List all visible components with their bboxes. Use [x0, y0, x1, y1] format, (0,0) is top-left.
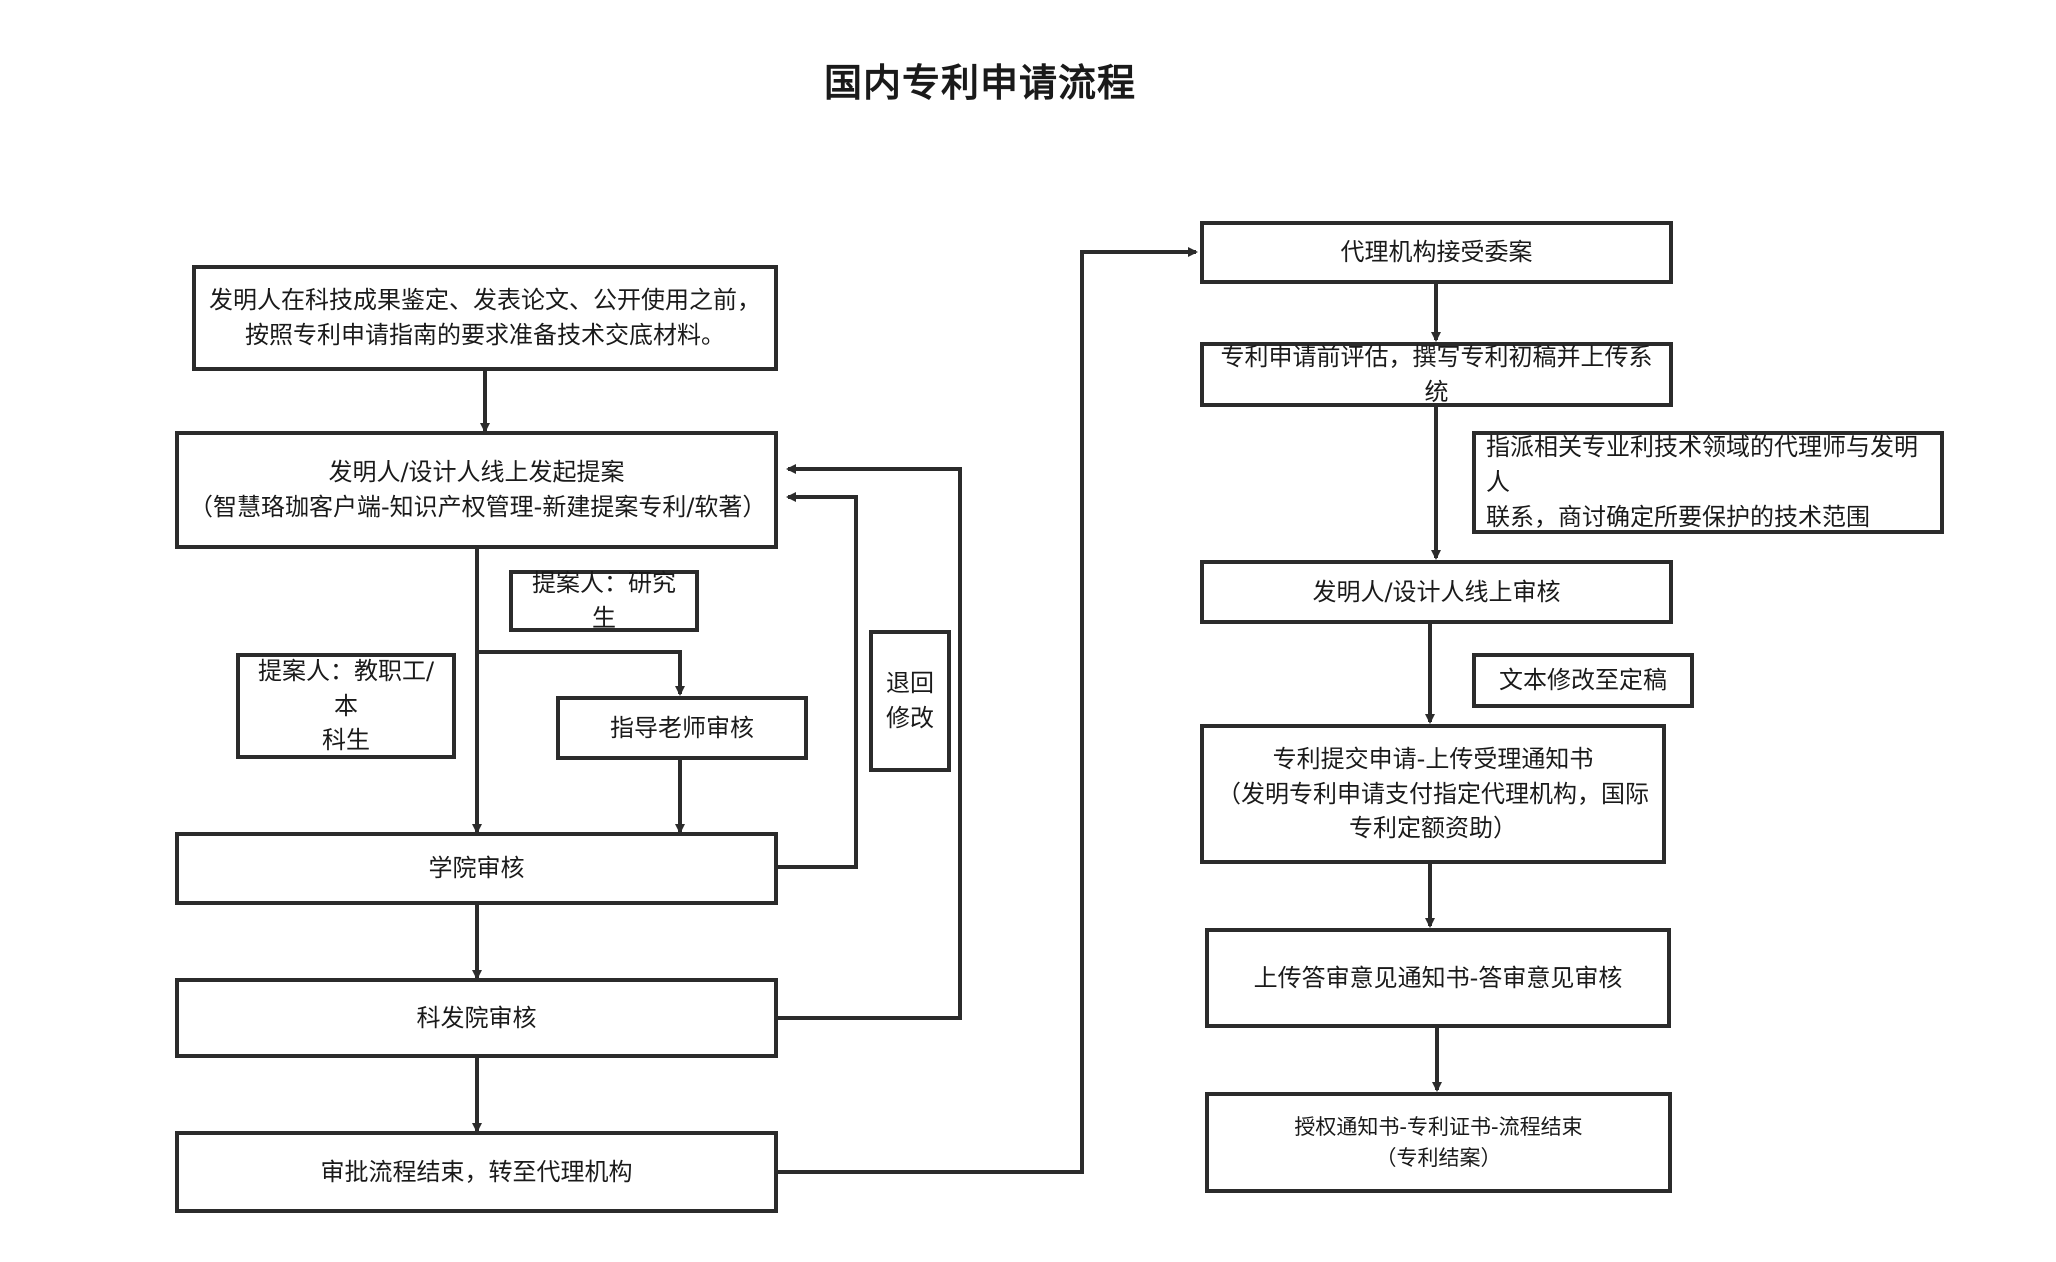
proposer-staff-label: 提案人：教职工/本 科生 [236, 653, 456, 759]
research-review-text: 科发院审核 [416, 1003, 537, 1032]
online-proposal-box: 发明人/设计人线上发起提案 （智慧珞珈客户端-知识产权管理-新建提案专利/软著） [175, 431, 778, 549]
approval-end-box: 审批流程结束，转至代理机构 [175, 1131, 778, 1213]
arrow-college-return [778, 492, 858, 869]
online-proposal-text: 发明人/设计人线上发起提案 （智慧珞珈客户端-知识产权管理-新建提案专利/软著） [189, 458, 767, 521]
advisor-review-text: 指导老师审核 [610, 713, 754, 742]
pre-eval-box: 专利申请前评估，撰写专利初稿并上传系统 [1200, 342, 1673, 407]
college-review-box: 学院审核 [175, 832, 778, 905]
approval-end-text: 审批流程结束，转至代理机构 [320, 1157, 633, 1186]
assign-agent-text: 指派相关专业利技术领域的代理师与发明人 联系，商讨确定所要保护的技术范围 [1486, 433, 1918, 531]
submit-application-box: 专利提交申请-上传受理通知书 （发明专利申请支付指定代理机构，国际 专利定额资助… [1200, 724, 1666, 864]
pre-eval-text: 专利申请前评估，撰写专利初稿并上传系统 [1220, 342, 1653, 406]
proposer-grad-label: 提案人：研究生 [509, 569, 699, 632]
proposer-grad-text: 提案人：研究生 [532, 569, 676, 632]
inventor-review-text: 发明人/设计人线上审核 [1312, 577, 1561, 606]
inventor-review-box: 发明人/设计人线上审核 [1200, 560, 1673, 624]
research-review-box: 科发院审核 [175, 978, 778, 1058]
office-action-box: 上传答审意见通知书-答审意见审核 [1205, 928, 1671, 1028]
arrow-end-to-agency [778, 247, 1198, 1174]
grant-end-text: 授权通知书-专利证书-流程结束 （专利结案） [1294, 1115, 1583, 1170]
return-modify-text: 退回 修改 [886, 669, 934, 732]
agency-accept-box: 代理机构接受委案 [1200, 221, 1673, 284]
proposer-staff-text: 提案人：教职工/本 科生 [257, 656, 435, 755]
return-modify-label: 退回 修改 [869, 630, 951, 772]
submit-application-text: 专利提交申请-上传受理通知书 （发明专利申请支付指定代理机构，国际 专利定额资助… [1217, 744, 1649, 843]
prep-materials-text: 发明人在科技成果鉴定、发表论文、公开使用之前， 按照专利申请指南的要求准备技术交… [209, 286, 761, 349]
arrow-research-return [778, 464, 962, 1020]
assign-agent-note: 指派相关专业利技术领域的代理师与发明人 联系，商讨确定所要保护的技术范围 [1472, 431, 1944, 534]
text-finalize-label: 文本修改至定稿 [1472, 653, 1694, 708]
prep-materials-box: 发明人在科技成果鉴定、发表论文、公开使用之前， 按照专利申请指南的要求准备技术交… [192, 265, 778, 371]
college-review-text: 学院审核 [428, 854, 525, 883]
agency-accept-text: 代理机构接受委案 [1340, 238, 1533, 267]
arrow-branch-to-advisor [477, 650, 685, 696]
advisor-review-box: 指导老师审核 [556, 696, 808, 760]
page-title: 国内专利申请流程 [823, 61, 1136, 105]
grant-end-box: 授权通知书-专利证书-流程结束 （专利结案） [1205, 1092, 1672, 1193]
office-action-text: 上传答审意见通知书-答审意见审核 [1253, 963, 1623, 992]
text-finalize-text: 文本修改至定稿 [1499, 666, 1667, 695]
